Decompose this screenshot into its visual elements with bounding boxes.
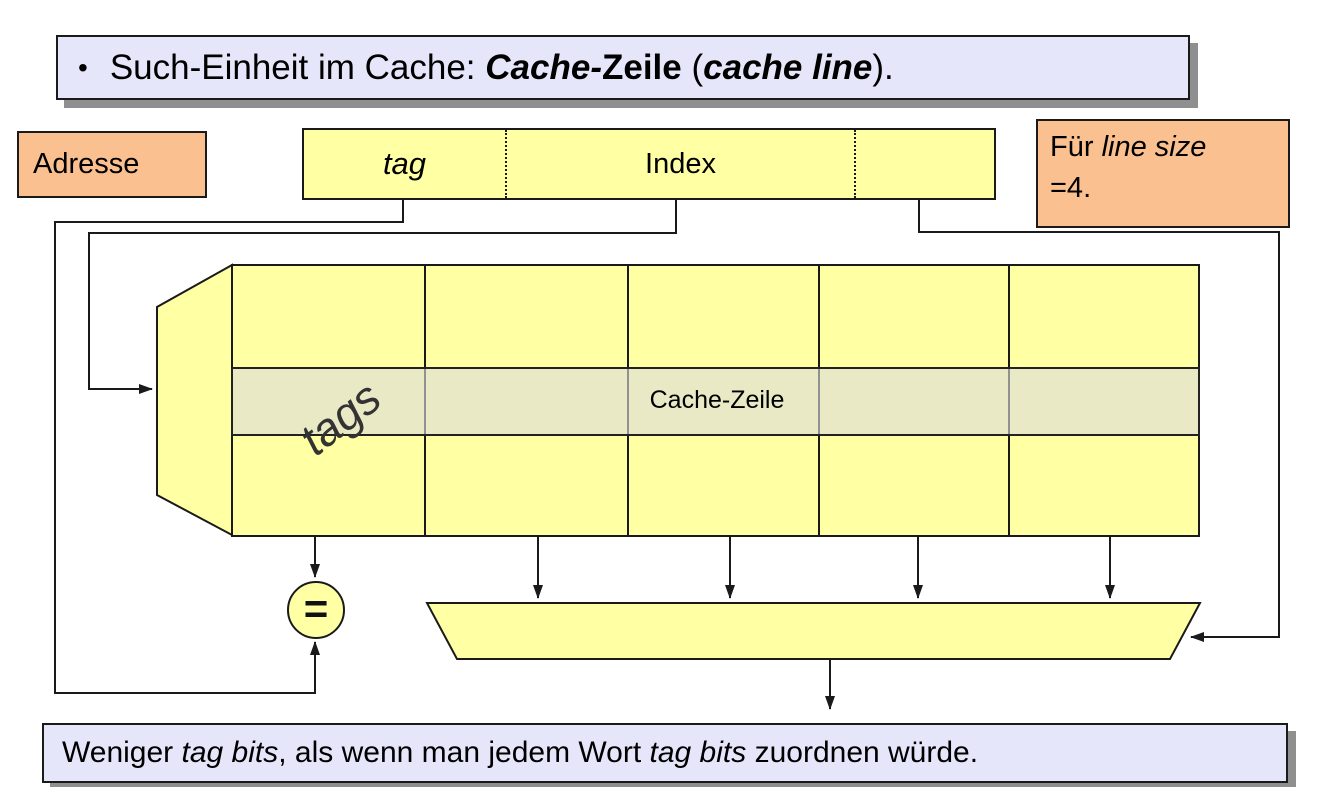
tag-to-comparator-connector [54,200,404,694]
cache-line-label: Cache-Zeile [649,386,785,414]
mux-shape [425,602,1202,660]
address-label-box: Adresse [17,131,207,198]
footer-seg-tagbits-2: tag bits [649,736,747,769]
tags-pointer-shape [156,263,233,537]
line-size-seg-linesize: line size [1101,131,1207,163]
title-box: • Such-Einheit im Cache: Cache-Zeile (ca… [56,35,1190,100]
offset-to-mux-connector [918,200,1280,642]
footer-seg3: , als wenn man jedem Wort [278,736,650,769]
line-size-seg-value: =4. [1050,172,1092,205]
line-size-note-box: Für line size =4. [1036,119,1290,228]
cache-array [231,264,1200,537]
address-label: Adresse [33,148,140,180]
footer-text: Weniger tag bits, als wenn man jedem Wor… [62,736,978,770]
tag-label: tag [382,146,427,181]
title-seg-zeile: Zeile [601,47,682,87]
title-seg-cacheline: cache line [703,47,873,87]
title-seg-cache: Cache- [485,47,602,87]
footer-box: Weniger tag bits, als wenn man jedem Wor… [42,723,1288,783]
index-label: Index [645,147,716,180]
bullet-icon: • [78,51,88,83]
title-seg-regular: Such-Einheit im Cache: [109,47,486,87]
address-field: tag Index [302,128,996,200]
index-to-tags-connector [88,200,677,394]
footer-seg-tagbits-1: tag bits [181,736,279,769]
title-seg-paren-close: ). [872,47,894,87]
footer-seg5: zuordnen würde. [746,736,979,769]
line-size-seg-fuer: Für [1050,131,1102,163]
comparator: = [287,581,345,639]
address-field-index-section: Index [505,130,854,198]
comparator-symbol: = [304,585,329,632]
address-field-tag-section: tag [304,130,505,198]
title-text: Such-Einheit im Cache: Cache-Zeile (cach… [110,48,894,88]
address-field-offset-section [854,130,994,198]
title-seg-paren-open: ( [681,47,704,87]
cache-line-highlight [231,367,1200,436]
footer-seg1: Weniger [62,736,182,769]
